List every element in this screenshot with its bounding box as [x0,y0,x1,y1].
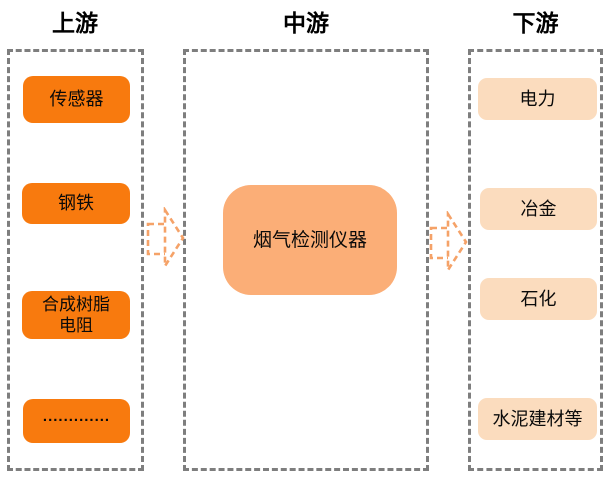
midstream-frame [183,49,429,471]
upstream-header: 上游 [52,10,98,36]
downstream-header: 下游 [512,10,559,36]
node-ellipsis-label: ............. [42,407,111,425]
node-flue-gas-detector: 烟气检测仪器 [223,185,397,295]
node-steel: 钢铁 [22,183,130,224]
node-resin-label-line1: 合成树脂 [42,295,110,314]
node-electric-power-label: 电力 [519,88,556,109]
node-ellipsis: ............. [23,399,130,443]
node-cement-building-materials: 水泥建材等 [478,398,597,440]
node-flue-gas-detector-label: 烟气检测仪器 [252,229,367,251]
flow-arrow-midstream-to-downstream-icon [429,211,468,273]
downstream-frame [468,49,603,471]
node-metallurgy: 冶金 [480,188,597,230]
node-sensor-label: 传感器 [49,89,104,109]
node-metallurgy-label: 冶金 [520,198,557,219]
node-synthetic-resin-resistor: 合成树脂 电阻 [22,291,130,339]
node-electric-power: 电力 [478,78,597,120]
node-resin-label-line2: 电阻 [59,316,93,335]
midstream-header: 中游 [283,10,329,36]
node-petrochemical: 石化 [480,278,597,320]
node-sensor: 传感器 [23,76,130,123]
upstream-frame [7,49,144,471]
node-cement-building-materials-label: 水泥建材等 [492,408,583,429]
node-petrochemical-label: 石化 [520,288,557,309]
flow-arrow-upstream-to-midstream-icon [146,207,185,269]
node-steel-label: 钢铁 [58,193,94,213]
